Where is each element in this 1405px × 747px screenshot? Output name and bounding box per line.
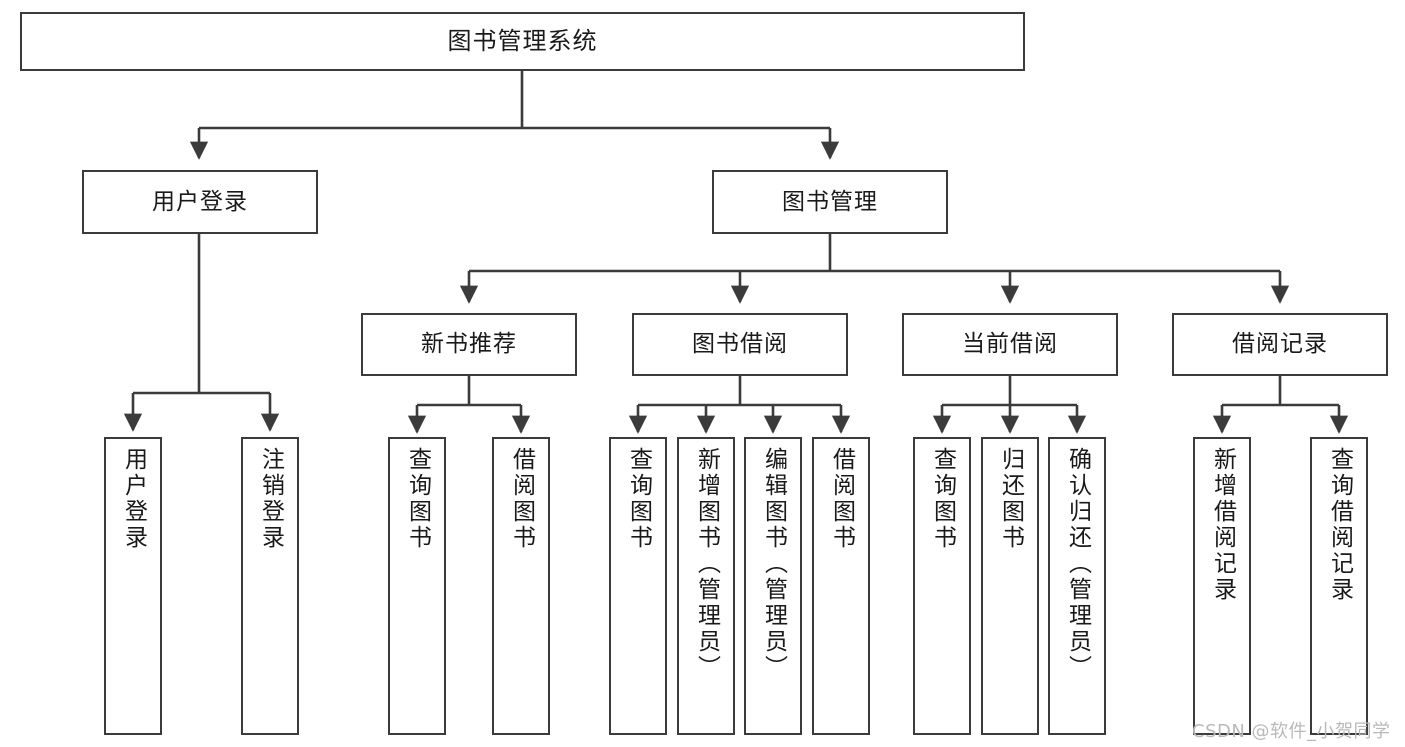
node-label: 确认归还（管理员） [1064,447,1091,681]
node-label: 查询借阅记录 [1326,447,1353,603]
node-label: 查询图书 [929,447,956,551]
csdn-watermark: CSDN @软件_小贺同学 [1192,721,1391,742]
node-user-login[interactable]: 用户登录 [82,170,318,234]
leaf-query-book-recommend[interactable]: 查询图书 [388,437,446,735]
leaf-query-borrow-record[interactable]: 查询借阅记录 [1310,437,1368,735]
leaf-user-login[interactable]: 用户登录 [104,437,162,735]
node-label: 图书管理系统 [447,26,598,55]
node-book-management[interactable]: 图书管理 [712,170,948,234]
leaf-edit-book-admin[interactable]: 编辑图书（管理员） [744,437,802,735]
node-borrow-record[interactable]: 借阅记录 [1172,313,1388,376]
node-label: 新书推荐 [421,331,517,358]
node-current-borrow[interactable]: 当前借阅 [902,313,1118,376]
leaf-return-book[interactable]: 归还图书 [981,437,1039,735]
leaf-query-book[interactable]: 查询图书 [609,437,667,735]
node-label: 新增图书（管理员） [693,447,720,681]
leaf-query-book-current[interactable]: 查询图书 [913,437,971,735]
node-new-book-recommend[interactable]: 新书推荐 [361,313,577,376]
node-label: 当前借阅 [962,331,1058,358]
leaf-logout[interactable]: 注销登录 [241,437,299,735]
node-label: 借阅记录 [1232,331,1328,358]
node-label: 借阅图书 [828,447,855,551]
node-label: 借阅图书 [508,447,535,551]
node-label: 用户登录 [152,188,248,215]
leaf-add-book-admin[interactable]: 新增图书（管理员） [677,437,735,735]
node-label: 注销登录 [257,447,284,551]
leaf-borrow-book[interactable]: 借阅图书 [812,437,870,735]
node-label: 查询图书 [404,447,431,551]
leaf-borrow-book-recommend[interactable]: 借阅图书 [492,437,550,735]
leaf-add-borrow-record[interactable]: 新增借阅记录 [1193,437,1251,735]
node-label: 图书管理 [782,188,878,215]
node-book-management-system[interactable]: 图书管理系统 [20,12,1025,71]
node-label: 用户登录 [120,447,147,551]
node-label: 查询图书 [625,447,652,551]
node-label: 归还图书 [997,447,1024,551]
node-label: 图书借阅 [692,331,788,358]
leaf-confirm-return-admin[interactable]: 确认归还（管理员） [1048,437,1106,735]
node-book-borrow[interactable]: 图书借阅 [632,313,848,376]
node-label: 编辑图书（管理员） [760,447,787,681]
node-label: 新增借阅记录 [1209,447,1236,603]
